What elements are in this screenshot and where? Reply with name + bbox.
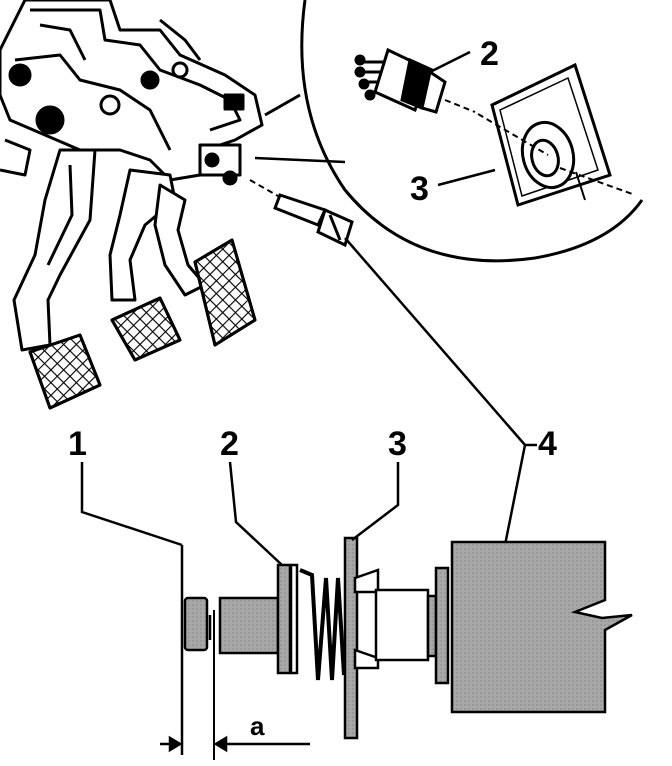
detail-callout-2: 2: [480, 35, 499, 73]
callout-3: 3: [388, 425, 407, 463]
mounted-switch: [249, 179, 354, 248]
detail-callout-3: 3: [410, 170, 429, 208]
retaining-clip: [343, 536, 380, 740]
main-leaders: [80, 461, 400, 566]
detail-leaders: [429, 50, 496, 187]
pedal-assembly: [0, 0, 264, 410]
dimension-label: a: [250, 711, 265, 741]
callout-4: 4: [538, 425, 557, 463]
switch-housing: [450, 540, 633, 714]
switch-shaft: [374, 566, 450, 685]
callout-1: 1: [68, 425, 87, 463]
spring: [299, 568, 346, 681]
detail-bracket: [477, 62, 636, 207]
dimension-a: [160, 735, 310, 753]
detail-view: [254, 0, 644, 263]
callout-2: 2: [220, 425, 239, 463]
detail-switch: [354, 47, 476, 114]
pedal-plate: [180, 545, 212, 755]
switch-plunger: [213, 596, 280, 760]
washer: [276, 563, 299, 675]
